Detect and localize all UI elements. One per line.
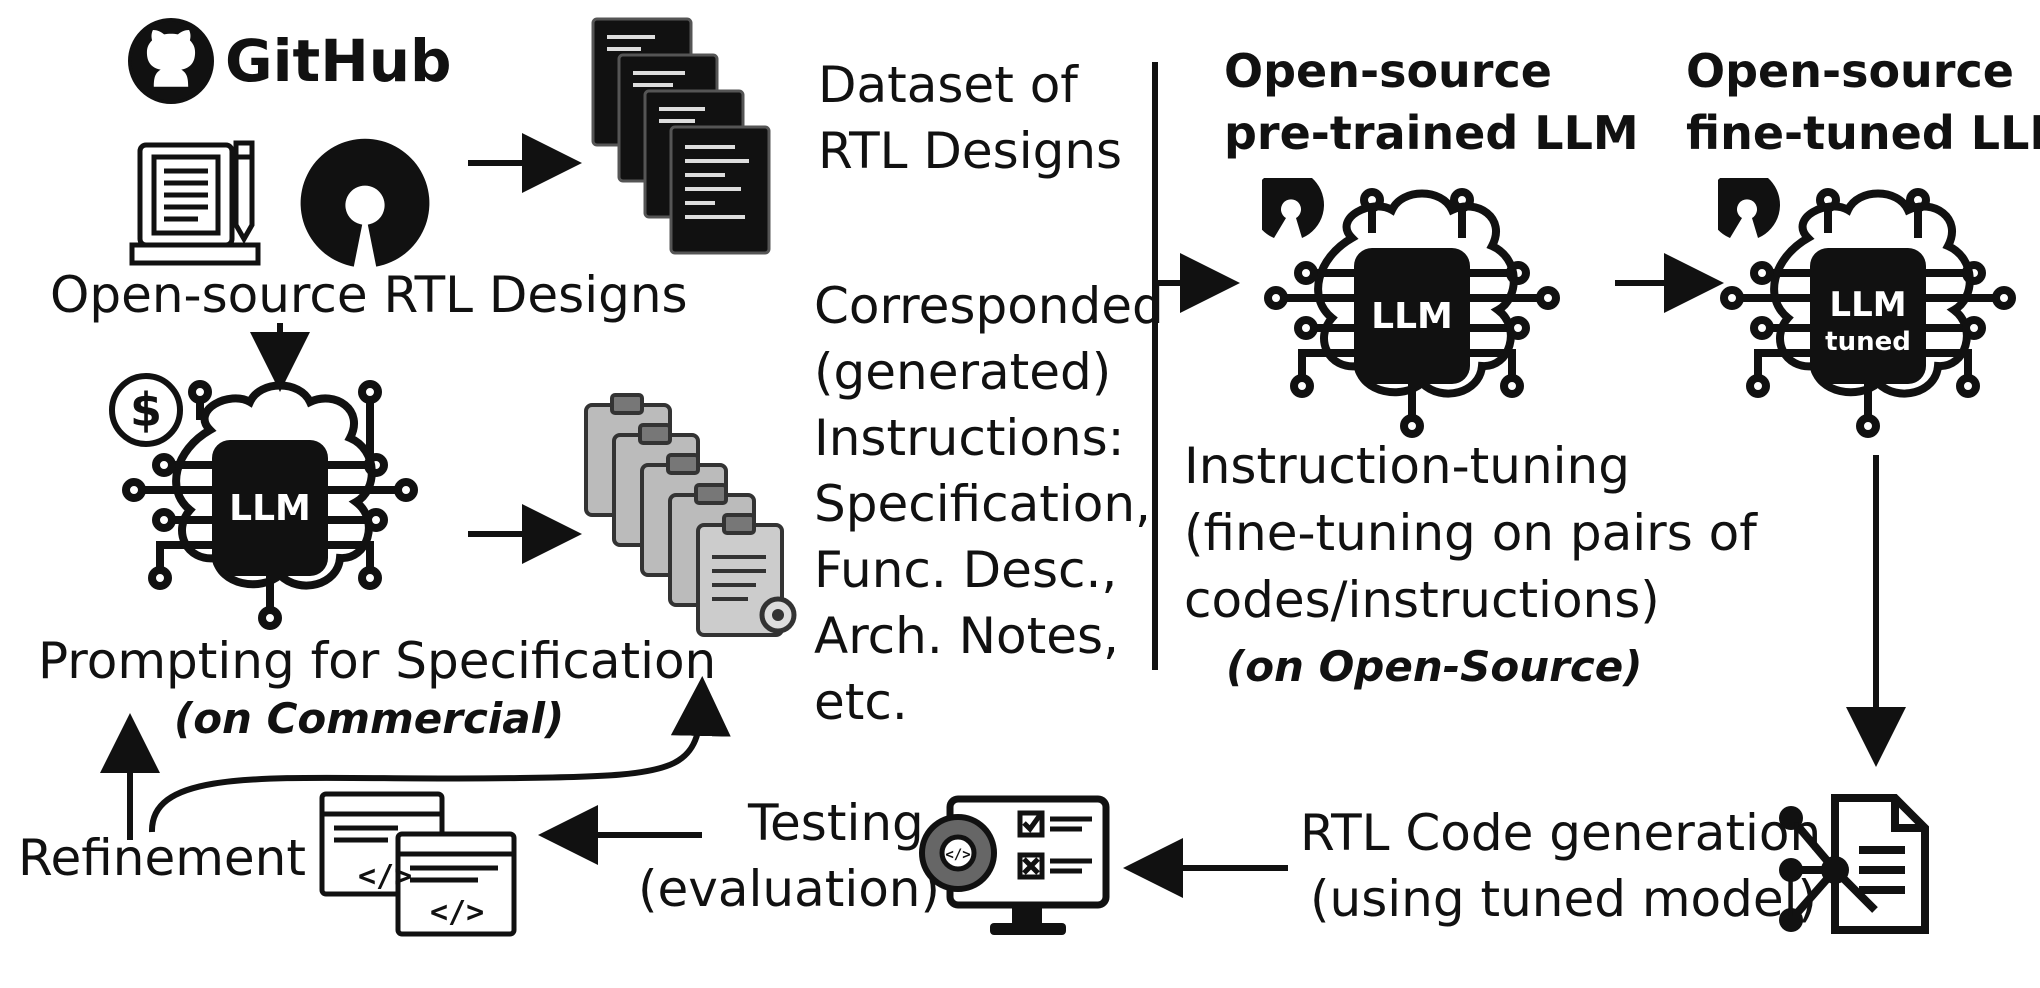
svg-text:$: $	[130, 383, 162, 437]
opensource-rtl-label: Open-source RTL Designs	[50, 266, 688, 324]
instructions-line-4: Specification,	[814, 475, 1151, 533]
rtl-gen-line1: RTL Code generation	[1300, 804, 1822, 862]
testing-line1: Testing	[748, 794, 924, 852]
instruction-tuning-line1: Instruction-tuning	[1184, 437, 1630, 495]
prompting-label-line2: (on Commercial)	[174, 694, 565, 743]
instructions-line-1: Corresponded	[814, 277, 1164, 335]
finetuned-title-line1: Open-source	[1686, 44, 2014, 98]
svg-text:</>: </>	[358, 859, 412, 894]
instructions-line-7: etc.	[814, 673, 908, 731]
github-icon	[128, 18, 214, 104]
refinement-label: Refinement	[18, 829, 306, 887]
network-document-icon	[1779, 794, 1929, 934]
arrow-refine-to-instructions	[148, 676, 731, 833]
instruction-tuning-line4: (on Open-Source)	[1226, 642, 1643, 691]
rtl-gen-line2: (using tuned model)	[1310, 870, 1818, 928]
llm-brain-icon: LLM	[122, 380, 418, 630]
opensource-icon	[300, 138, 430, 267]
instruction-tuning-line2: (fine-tuning on pairs of	[1184, 504, 1757, 562]
finetuned-llm-icon: LLM tuned	[1718, 178, 2016, 438]
instructions-line-3: Instructions:	[814, 409, 1125, 467]
clipboard-stack-icon	[584, 393, 797, 637]
instructions-line-6: Arch. Notes,	[814, 607, 1119, 665]
svg-text:</>: </>	[430, 895, 484, 930]
llm-chip-label: LLM	[1371, 296, 1453, 337]
document-pen-icon	[129, 140, 261, 266]
code-pages-icon	[591, 17, 771, 255]
testing-line2: (evaluation)	[638, 860, 941, 918]
code-windows-icon: </> </>	[319, 791, 517, 937]
dataset-label-line2: RTL Designs	[818, 122, 1123, 180]
pretrained-llm-icon: LLM	[1262, 178, 1560, 438]
llm-chip-label: LLM	[229, 488, 311, 529]
instructions-line-2: (generated)	[814, 343, 1112, 401]
pretrained-title-line1: Open-source	[1224, 44, 1552, 98]
dataset-label-line1: Dataset of	[818, 56, 1078, 114]
llm-chip-label: LLM	[1829, 285, 1906, 325]
finetuned-title-line2: fine-tuned LLM	[1686, 106, 2040, 160]
monitor-test-icon: </>	[919, 795, 1110, 935]
llm-chip-tuned-label: tuned	[1825, 327, 1911, 357]
svg-text:</>: </>	[945, 847, 970, 863]
pretrained-title-line2: pre-trained LLM	[1224, 106, 1639, 160]
github-label: GitHub	[225, 27, 452, 95]
prompting-label-line1: Prompting for Specification	[38, 632, 717, 690]
dollar-icon: $	[109, 373, 183, 447]
instructions-line-5: Func. Desc.,	[814, 541, 1118, 599]
instruction-tuning-line3: codes/instructions)	[1184, 571, 1660, 629]
